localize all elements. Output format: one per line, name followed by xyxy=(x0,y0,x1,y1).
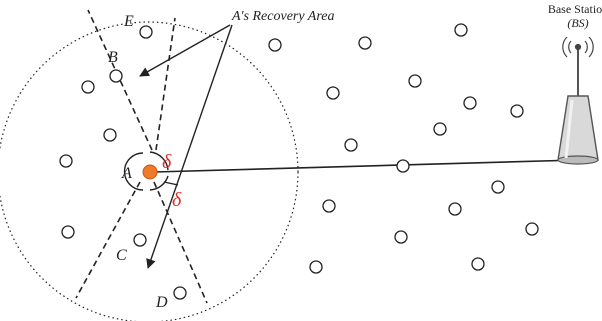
sensor-node xyxy=(103,128,117,142)
node-b-label: B xyxy=(108,49,118,66)
sector-boundary-upper-left xyxy=(87,9,153,151)
delta-angle-arc-bottom xyxy=(149,175,169,191)
sensor-node xyxy=(344,138,358,152)
sensor-nodes xyxy=(59,23,539,300)
delta-label-top: δ xyxy=(162,151,172,173)
sensor-node xyxy=(463,96,477,110)
sensor-node xyxy=(510,104,524,118)
sensor-node-b xyxy=(109,69,123,83)
base-station-tower-icon xyxy=(557,50,599,165)
recovery-area-pointer-upper xyxy=(139,24,231,77)
sensor-node xyxy=(59,154,73,168)
sensor-node-c xyxy=(133,233,147,247)
node-e-label: E xyxy=(123,13,134,30)
sensor-node xyxy=(525,222,539,236)
delta-tick xyxy=(163,181,179,186)
radio-waves-icon xyxy=(562,36,594,58)
sensor-node xyxy=(471,257,485,271)
sensor-node xyxy=(491,180,505,194)
base-station-abbr: (BS) xyxy=(567,16,588,30)
recovery-area-label: A's Recovery Area xyxy=(231,9,335,24)
sensor-node xyxy=(454,23,468,37)
transmission-range-circle xyxy=(0,21,299,321)
sensor-node xyxy=(394,230,408,244)
delta-angle-arc-top xyxy=(149,151,169,171)
sensor-node xyxy=(81,80,95,94)
node-a xyxy=(142,164,158,180)
link-a-to-base-station xyxy=(153,159,579,173)
node-c-label: C xyxy=(116,247,127,264)
sensor-node-d xyxy=(173,286,187,300)
angle-arc-left xyxy=(123,152,144,191)
sensor-node xyxy=(309,260,323,274)
sensor-node-e xyxy=(139,25,153,39)
sensor-node xyxy=(448,202,462,216)
sensor-node-relay xyxy=(396,159,410,173)
delta-label-bottom: δ xyxy=(172,189,182,211)
sector-boundary-upper-right xyxy=(155,17,176,151)
sensor-node xyxy=(326,86,340,100)
sensor-node xyxy=(433,122,447,136)
sensor-node xyxy=(61,225,75,239)
sensor-node xyxy=(322,199,336,213)
sensor-node xyxy=(408,74,422,88)
node-d-label: D xyxy=(155,294,168,311)
sensor-node xyxy=(358,36,372,50)
sector-boundary-lower-left xyxy=(75,181,141,299)
sensor-node xyxy=(268,38,282,52)
sector-boundary-lower-right xyxy=(153,181,208,304)
base-station-title: Base Station xyxy=(548,2,602,16)
node-a-label: A xyxy=(121,165,132,182)
recovery-area-pointer-lower xyxy=(146,24,233,269)
